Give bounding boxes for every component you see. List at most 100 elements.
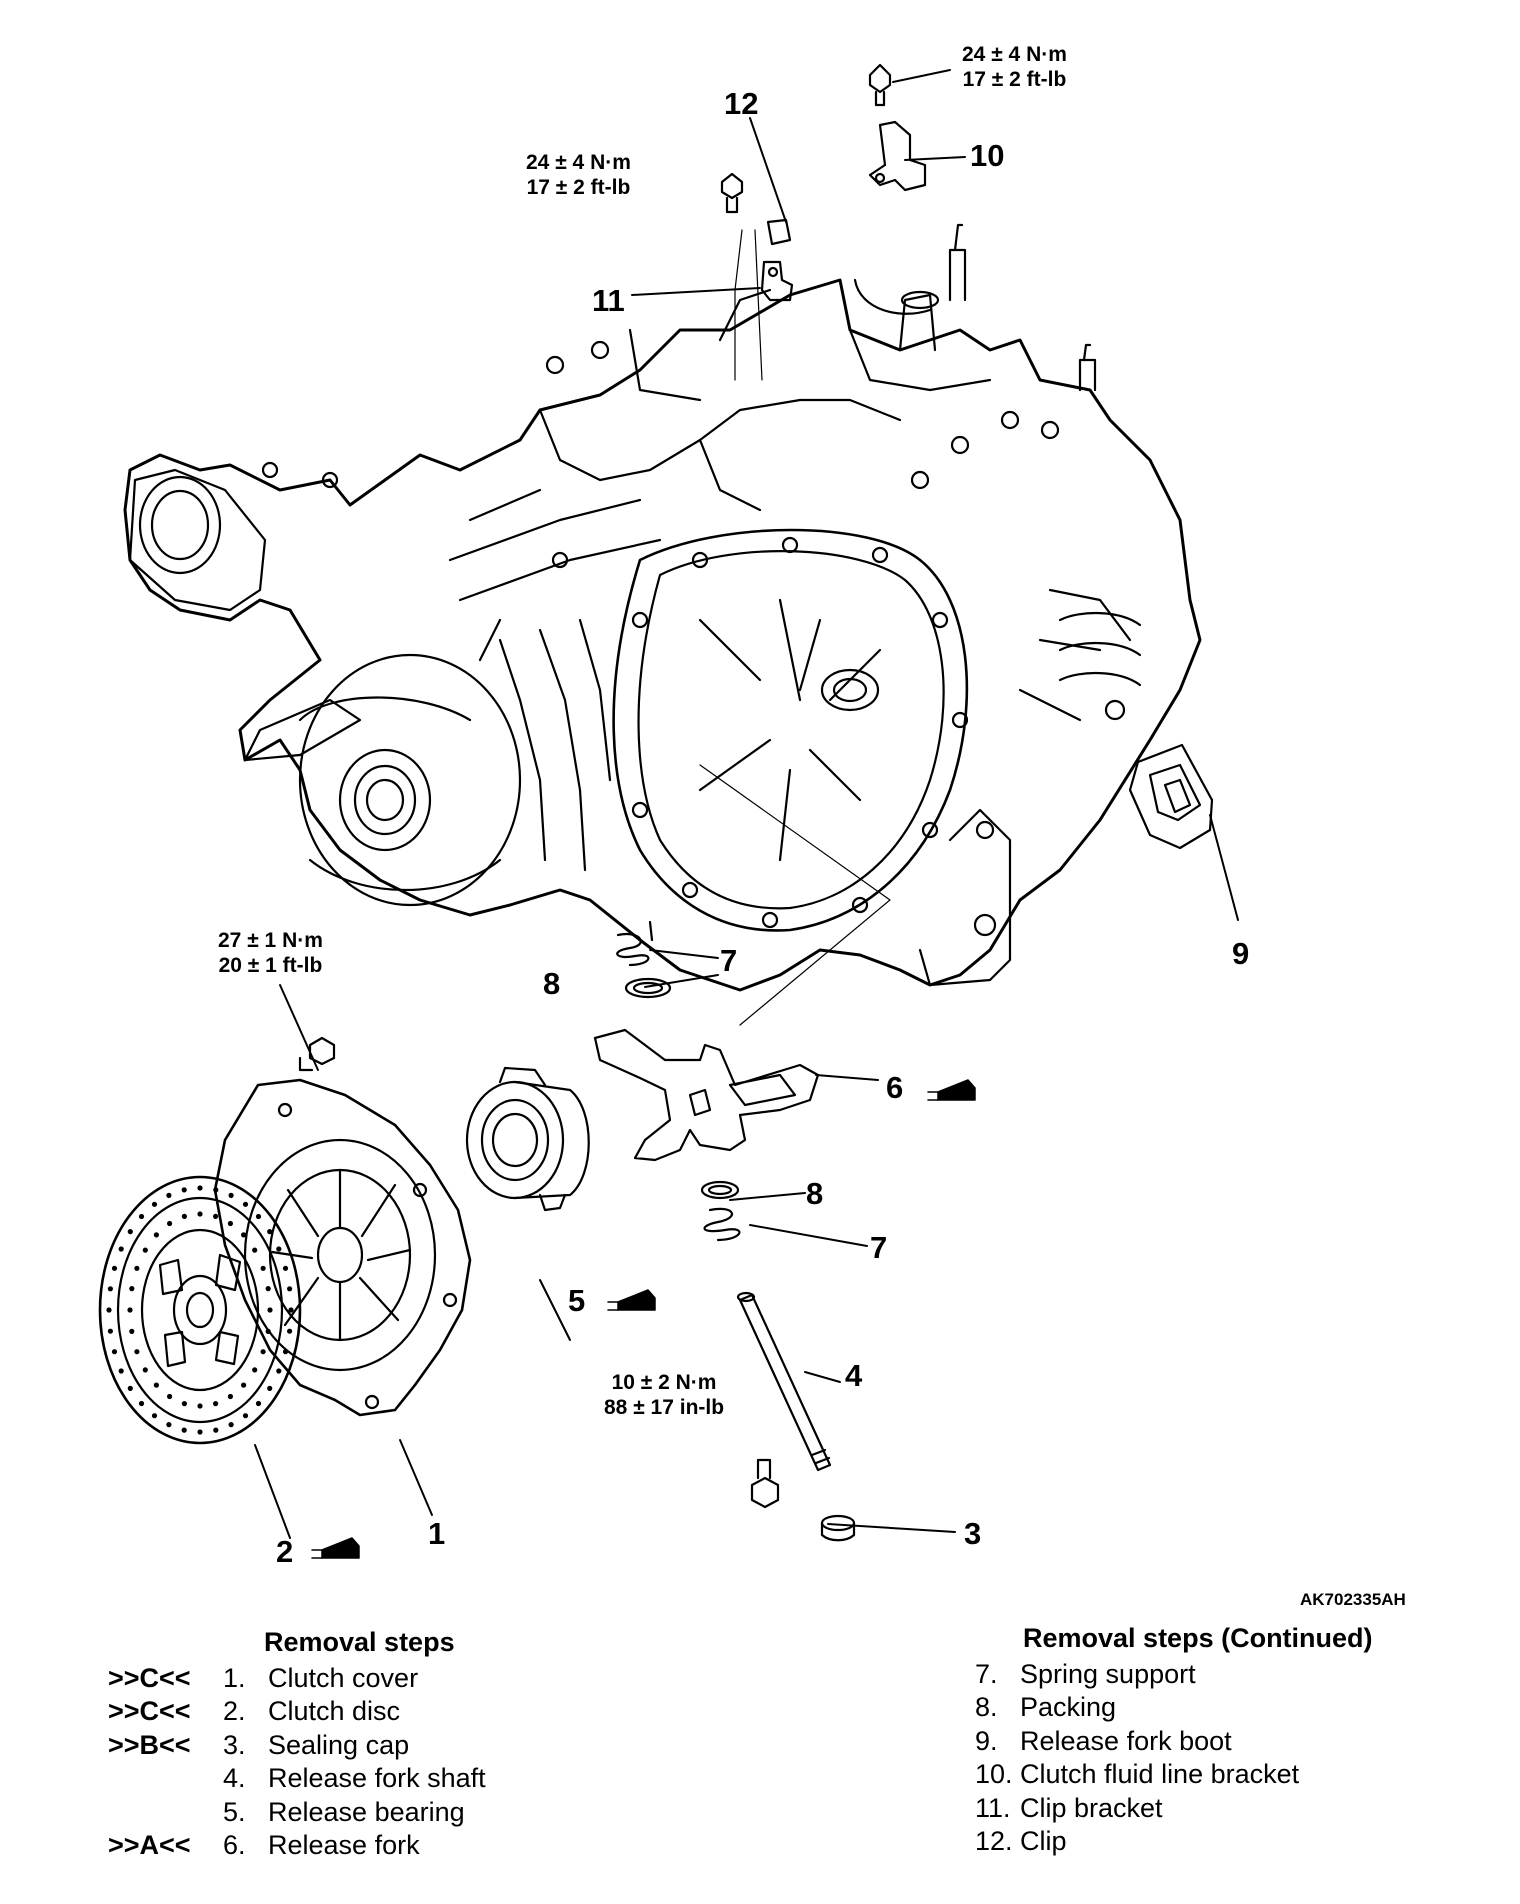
callout-12: 12 [724,86,759,121]
callout-11: 11 [592,283,625,318]
torque-top-bolt: 24 ± 4 N·m 17 ± 2 ft-lb [962,42,1067,92]
clutch-fluid-line-bracket [868,120,927,192]
removal-step: >>B<< 3. Sealing cap [108,1729,486,1763]
step-number: 1. [223,1662,246,1693]
removal-step: 9. Release fork boot [975,1725,1373,1759]
removal-step: >>A<< 6. Release fork [108,1829,486,1863]
rivet-dot [265,1328,271,1334]
torque-metric: 10 ± 2 N·m [611,1371,717,1394]
rivet-dot [227,1220,233,1227]
service-ref [108,1762,223,1796]
shaft-bolt [750,1458,780,1509]
rivet-dot [181,1401,187,1407]
rivet-dot [134,1265,140,1271]
removal-step: 10. Clutch fluid line bracket [975,1758,1373,1792]
release-fork [593,1028,820,1162]
removal-steps-continued-list: Removal steps (Continued) 7. Spring supp… [975,1622,1373,1859]
rivet-dot [252,1247,258,1253]
torque-metric: 27 ± 1 N·m [218,929,323,952]
rivet-dot [255,1213,262,1220]
rivet-dot [265,1286,271,1292]
step-number: 9. [975,1725,998,1756]
rivet-dot [197,1185,203,1191]
rivet-dot [213,1401,219,1407]
removal-step: 11. Clip bracket [975,1792,1373,1826]
callout-2: 2 [276,1534,294,1569]
rivet-dot [118,1368,124,1374]
callout-1: 1 [428,1516,446,1551]
exploded-view-drawing [98,63,1239,1559]
step-label: Clip [1020,1826,1067,1856]
service-ref: >>C<< [108,1662,191,1693]
rivet-dot [129,1328,135,1334]
rivet-dot [127,1307,133,1313]
cover-bolt [298,1036,336,1072]
rivet-dot [242,1413,249,1419]
step-label: Spring support [1020,1658,1196,1689]
step-number: 12. [975,1826,1013,1856]
rivet-dot [129,1286,135,1292]
rivet-dot [255,1400,262,1407]
callout-10: 10 [970,138,1005,173]
removal-steps-continued-title: Removal steps (Continued) [1023,1623,1373,1653]
torque-shaft-bolt: 10 ± 2 N·m 88 ± 17 in-lb [604,1370,724,1420]
rivet-dot [287,1286,293,1292]
rivet-dot [252,1367,258,1373]
rivet-dot [118,1246,124,1252]
callout-8-lower: 8 [806,1176,824,1211]
rivet-dot [197,1403,203,1409]
rivet-dot [228,1192,234,1198]
removal-steps-list: Removal steps >>C<< 1. Clutch cover >>C<… [108,1626,486,1863]
torque-imperial: 88 ± 17 in-lb [604,1396,725,1419]
rivet-dot [267,1385,273,1391]
step-label: Packing [1020,1692,1117,1722]
rivet-dot [153,1382,159,1388]
clip-bracket-bolt [720,172,744,214]
service-ref: >>A<< [108,1830,191,1860]
rivet-dot [181,1187,187,1193]
rivet-dot [111,1349,118,1355]
step-label: Release fork shaft [268,1763,486,1793]
removal-steps-title: Removal steps [264,1627,455,1657]
rivet-dot [167,1393,173,1400]
torque-imperial: 20 ± 1 ft-lb [218,954,323,977]
grease-symbol-5 [607,1289,656,1311]
rivet-dot [142,1367,148,1373]
rivet-dot [276,1246,282,1252]
clip [766,218,792,246]
step-label: Sealing cap [268,1729,410,1760]
leader-lines [254,69,1239,1539]
service-ref: >>B<< [108,1729,191,1760]
rivet-dot [213,1187,219,1193]
rivet-dot [288,1307,294,1313]
removal-step: 7. Spring support [975,1658,1373,1692]
callout-4: 4 [845,1358,863,1393]
rivet-dot [181,1427,187,1433]
step-number: 3. [223,1729,246,1760]
clutch-cover [213,1078,472,1417]
step-label: Clutch fluid line bracket [1020,1759,1300,1789]
rivet-dot [127,1229,133,1235]
removal-step: >>C<< 1. Clutch cover [108,1662,486,1696]
callout-9: 9 [1232,936,1250,971]
rivet-dot [241,1232,247,1238]
rivet-dot [142,1247,148,1253]
removal-step: 12. Clip [975,1825,1373,1859]
clutch-disc-rivets [106,1185,294,1435]
step-number: 11. [975,1792,1011,1823]
release-fork-shaft [736,1291,832,1472]
rivet-dot [167,1220,173,1227]
step-label: Release fork boot [1020,1725,1232,1756]
spring-support-lower [703,1207,741,1242]
rivet-dot [267,1307,273,1313]
torque-metric: 24 ± 4 N·m [962,43,1067,66]
release-fork-boot [1128,743,1214,850]
rivet-dot [127,1385,133,1391]
rivet-dot [197,1429,203,1435]
step-number: 10. [975,1759,1013,1789]
release-bearing [465,1066,590,1212]
step-number: 5. [223,1796,246,1827]
torque-imperial: 17 ± 2 ft-lb [526,176,631,199]
rivet-dot [287,1328,293,1334]
callout-8-upper: 8 [543,966,561,1001]
